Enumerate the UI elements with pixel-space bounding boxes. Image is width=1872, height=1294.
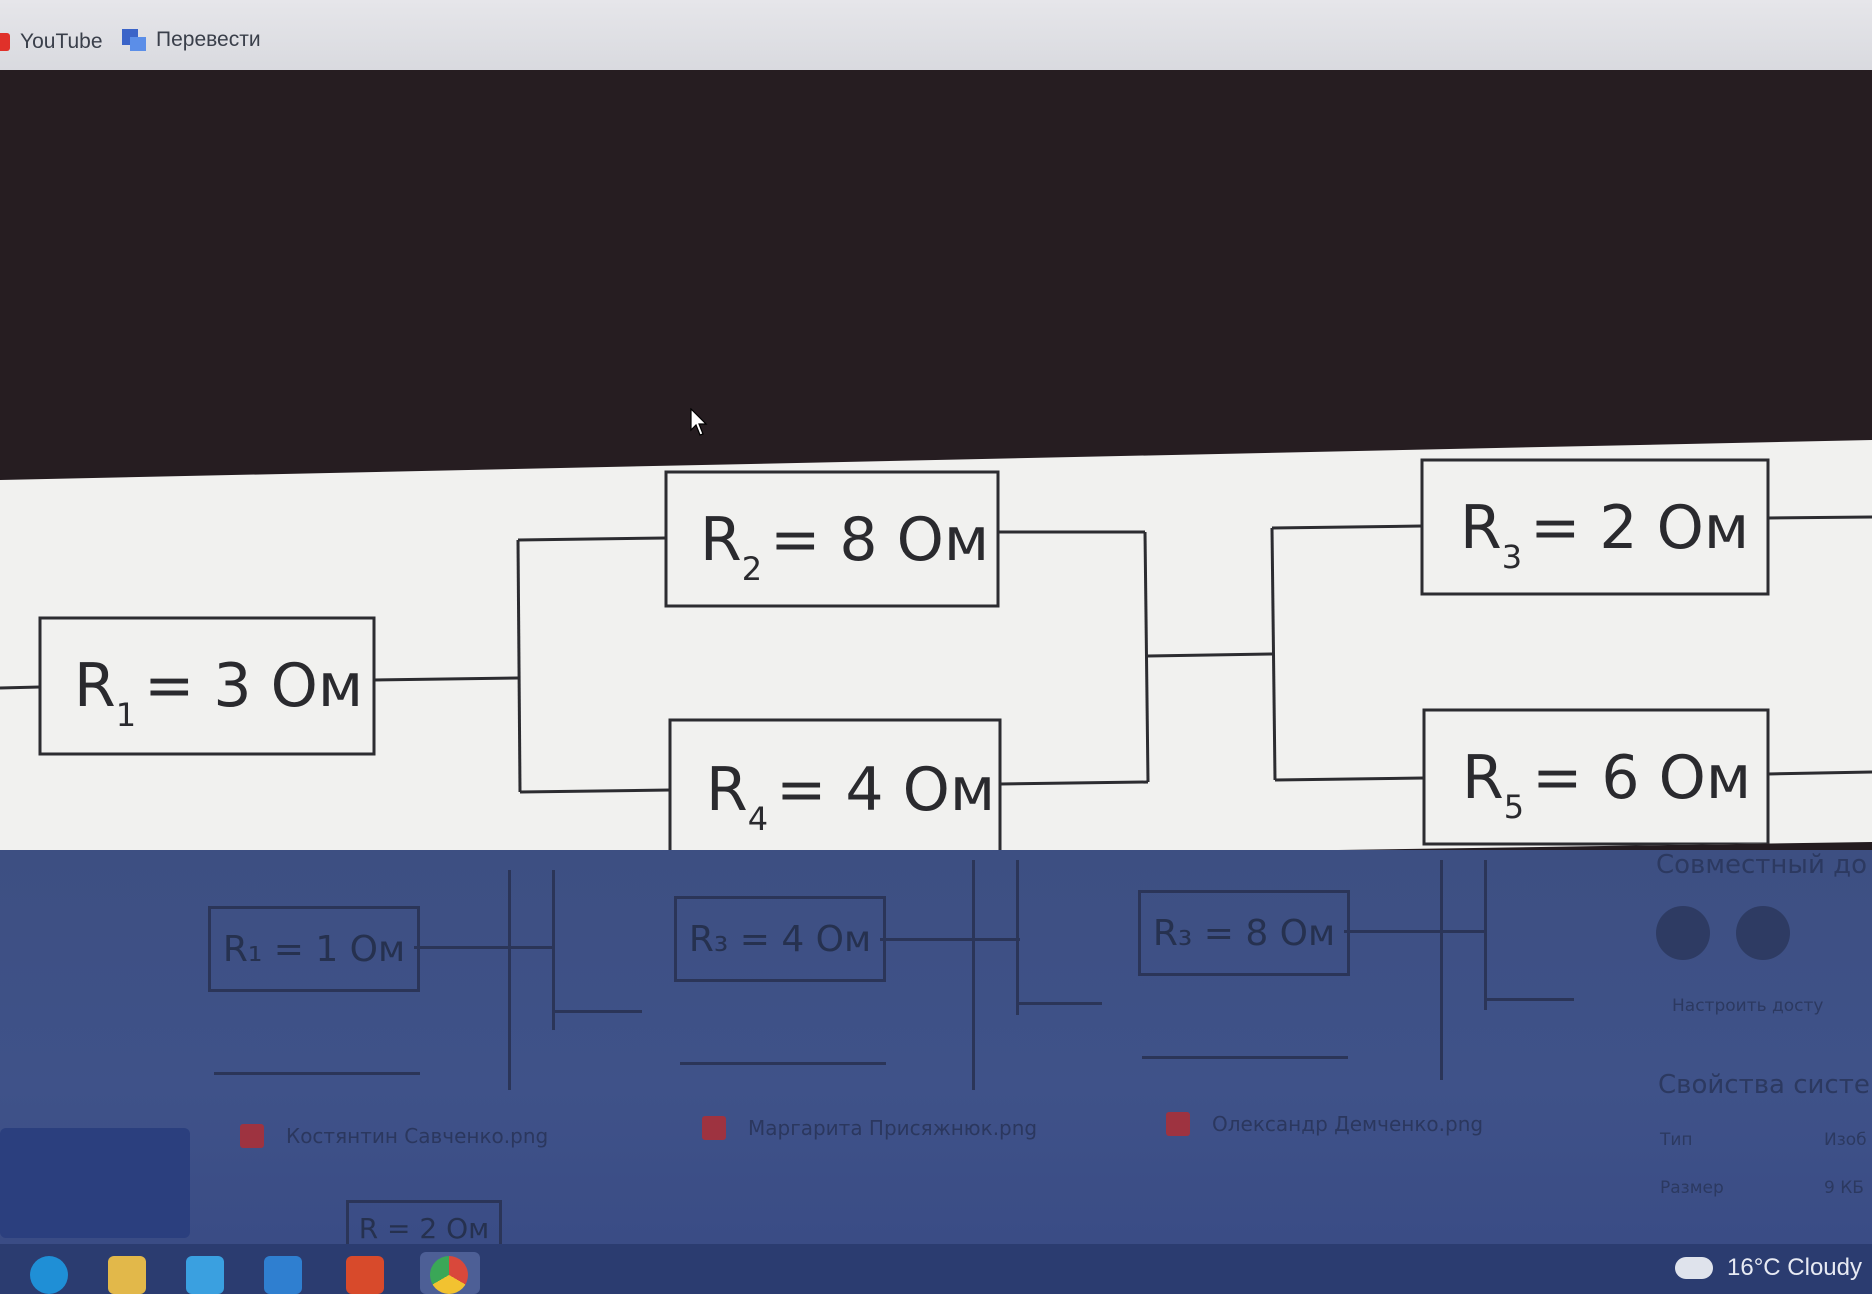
translate-icon (122, 29, 146, 51)
ghost-resistor-1: R₁ = 1 Ом (208, 906, 420, 992)
image-file-icon (702, 1116, 726, 1140)
size-value: 9 КБ (1824, 1178, 1864, 1198)
weather-text: 16°C Cloudy (1727, 1254, 1862, 1281)
file-name-3: Олександр Демченко.png (1212, 1112, 1484, 1136)
mouse-cursor-icon (690, 408, 708, 436)
ghost-resistor-3: R₃ = 8 Ом (1138, 890, 1350, 976)
circuit-diagram: R1= 3 Ом R2= 8 Ом R4= 4 Ом R3= 2 Ом R5= … (0, 440, 1872, 870)
youtube-icon (0, 33, 10, 51)
bookmarks-bar: YouTube Перевести (0, 0, 1872, 71)
file-explorer-icon[interactable] (108, 1256, 146, 1294)
mail-icon[interactable] (264, 1256, 302, 1294)
office-icon[interactable] (346, 1256, 384, 1294)
type-value: Изоб (1824, 1130, 1867, 1150)
image-viewer (0, 70, 1872, 470)
image-file-icon (1166, 1112, 1190, 1136)
resistor-r2-box (664, 470, 1000, 608)
file-item-2[interactable]: Маргарита Присяжнюк.png (702, 1116, 1037, 1140)
resistor-r5-box (1422, 708, 1770, 846)
type-label: Тип (1660, 1130, 1693, 1150)
taskbar: 16°C Cloudy (0, 1244, 1872, 1294)
size-label: Размер (1660, 1178, 1724, 1198)
file-name-1: Костянтин Савченко.png (286, 1124, 549, 1148)
shared-title: Совместный до (1656, 850, 1868, 880)
cloud-icon (1675, 1257, 1713, 1279)
store-icon[interactable] (186, 1256, 224, 1294)
chrome-icon[interactable] (420, 1252, 480, 1294)
resistor-r4-label: R4= 4 Ом (706, 755, 995, 838)
access-settings-link[interactable]: Настроить досту (1672, 996, 1824, 1016)
resistor-r3-box (1420, 458, 1770, 596)
background-page: R₁ = 1 Ом R₃ = 4 Ом R₃ = 8 Ом R = 2 Ом К… (0, 850, 1872, 1256)
resistor-r1-label: R1= 3 Ом (74, 651, 363, 734)
bookmark-youtube-label: YouTube (20, 30, 103, 53)
resistor-r3-label: R3= 2 Ом (1460, 493, 1749, 576)
file-name-2: Маргарита Присяжнюк.png (748, 1116, 1038, 1140)
image-file-icon (240, 1124, 264, 1148)
file-item-3[interactable]: Олександр Демченко.png (1166, 1112, 1483, 1136)
bookmark-youtube[interactable]: YouTube (0, 30, 103, 54)
properties-title: Свойства систе (1658, 1070, 1870, 1100)
resistor-r2-label: R2= 8 Ом (700, 505, 989, 588)
link-icon[interactable] (1736, 906, 1790, 960)
bookmark-translate-label: Перевести (156, 28, 261, 51)
resistor-r5-label: R5= 6 Ом (1462, 743, 1751, 826)
ghost-resistor-2: R₃ = 4 Ом (674, 896, 886, 982)
weather-widget[interactable]: 16°C Cloudy (1675, 1254, 1862, 1282)
file-item-1[interactable]: Костянтин Савченко.png (240, 1124, 548, 1148)
details-panel: Совместный до Настроить досту Свойства с… (1620, 850, 1872, 1244)
bookmark-translate[interactable]: Перевести (122, 28, 261, 52)
avatar[interactable] (1656, 906, 1710, 960)
left-card (0, 1128, 190, 1238)
resistor-r1-box (38, 616, 376, 756)
edge-icon[interactable] (30, 1256, 68, 1294)
